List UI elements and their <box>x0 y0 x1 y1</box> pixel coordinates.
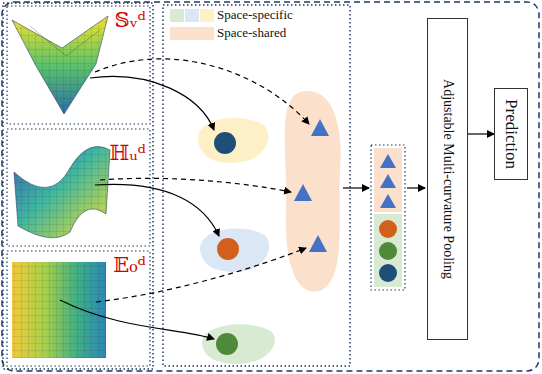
space-panel <box>3 3 153 369</box>
specific-embedding <box>216 333 238 355</box>
legend-text: Space-specific <box>217 8 293 22</box>
legend-text: Space-shared <box>217 26 286 40</box>
shared-embedding <box>311 119 329 136</box>
space-box <box>7 129 150 246</box>
specific-blob <box>198 118 268 163</box>
space-label: 𝔼₀ᵈ <box>7 251 150 276</box>
space-label: ℍᵤᵈ <box>7 129 150 164</box>
shared-embedding <box>294 184 312 201</box>
specific-embedding <box>214 132 236 154</box>
specific-blob <box>202 324 275 364</box>
space-box: ℍᵤᵈ <box>7 129 150 246</box>
space-label: 𝕊ᵥᵈ <box>7 6 150 31</box>
projection-arrows <box>60 59 425 339</box>
space-box <box>7 6 150 124</box>
outer-frame <box>2 2 539 371</box>
legend-swatch-extra <box>200 9 214 22</box>
box-label: Adjustable Multi-curvature Pooling <box>440 79 456 279</box>
legend-swatch <box>170 9 184 22</box>
specific-embedding <box>217 238 239 260</box>
shared-embedding <box>309 235 327 252</box>
embedding-panel <box>163 5 350 366</box>
legend-swatch <box>170 27 214 40</box>
space-box: 𝕊ᵥᵈ <box>7 6 150 124</box>
spherical-surface <box>12 16 108 114</box>
pooling-box: Adjustable Multi-curvature Pooling <box>427 18 468 340</box>
legend-swatch-extra <box>185 9 199 22</box>
euclidean-plane <box>12 262 106 358</box>
flow-arrow <box>468 133 494 134</box>
space-box: 𝔼₀ᵈ <box>7 251 150 366</box>
box-label: Prediction <box>501 99 521 169</box>
concat-column <box>371 145 405 290</box>
hyperbolic-surface <box>14 147 110 238</box>
shared-blob <box>285 91 341 292</box>
prediction-box: Prediction <box>494 88 528 180</box>
